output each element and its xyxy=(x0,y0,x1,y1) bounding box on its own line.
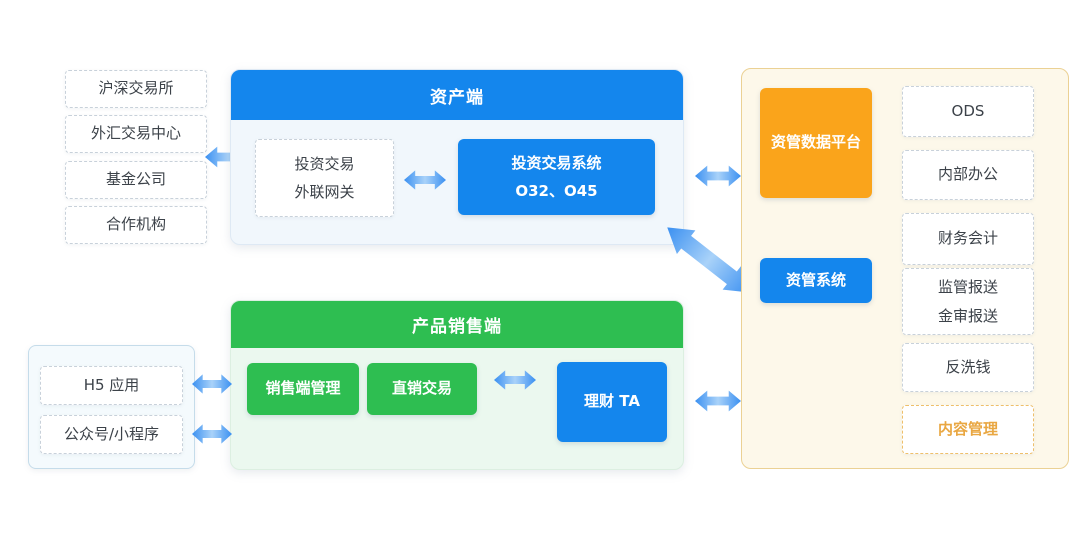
asset-panel-header: 资产端 xyxy=(231,70,683,120)
source-label: 沪深交易所 xyxy=(98,79,174,98)
sales-panel-header: 产品销售端 xyxy=(231,301,683,348)
asset-mgmt-system-box: 资管系统 xyxy=(760,258,872,303)
data-platform-label: 资管数据平台 xyxy=(770,133,861,152)
source-label: 基金公司 xyxy=(105,170,166,189)
mgmt-system-label: 资管系统 xyxy=(785,270,846,289)
trading-system-line2: O32、O45 xyxy=(515,182,598,200)
wealth-ta-label: 理财 TA xyxy=(584,392,640,411)
arrow-directsales-ta-icon xyxy=(494,370,536,390)
wealth-ta-box: 理财 TA xyxy=(557,362,667,442)
asset-panel-title: 资产端 xyxy=(430,87,484,108)
asset-mgmt-data-platform-box: 资管数据平台 xyxy=(760,88,872,198)
arrow-wechat-sales-icon xyxy=(192,424,232,444)
gateway-label-line2: 外联网关 xyxy=(294,183,355,201)
arrow-asset-mgmtsystem-icon xyxy=(667,227,751,293)
source-label: 合作机构 xyxy=(105,215,166,234)
module-box-regulatory-reporting: 监管报送 金审报送 xyxy=(902,268,1034,335)
source-box-shanghai-shenzhen-exchange: 沪深交易所 xyxy=(65,70,207,108)
arrow-asset-dataplatform-icon xyxy=(695,165,741,187)
module-box-content-management: 内容管理 xyxy=(902,405,1034,454)
source-box-forex-trade-center: 外汇交易中心 xyxy=(65,115,207,153)
module-label: 内部办公 xyxy=(937,165,998,184)
investment-gateway-box: 投资交易 外联网关 xyxy=(255,139,394,217)
module-label: 财务会计 xyxy=(937,229,998,248)
sales-panel-title: 产品销售端 xyxy=(412,317,502,337)
sales-management-label: 销售端管理 xyxy=(265,379,341,398)
sales-management-box: 销售端管理 xyxy=(247,363,359,415)
source-label: 外汇交易中心 xyxy=(90,124,181,143)
source-box-partner-org: 合作机构 xyxy=(65,206,207,244)
arrow-sales-dataplatform-icon xyxy=(695,390,741,412)
module-label-line1: 监管报送 xyxy=(937,278,998,296)
channel-wechat-label: 公众号/小程序 xyxy=(63,424,160,443)
trading-system-line1: 投资交易系统 xyxy=(511,153,602,172)
channel-h5-label: H5 应用 xyxy=(83,375,140,394)
module-label: 内容管理 xyxy=(937,419,998,438)
investment-trading-system-box: 投资交易系统 O32、O45 xyxy=(458,139,655,215)
direct-sales-box: 直销交易 xyxy=(367,363,477,415)
channel-box-h5: H5 应用 xyxy=(40,366,183,405)
gateway-label-line1: 投资交易 xyxy=(294,154,355,173)
module-box-anti-money-laundering: 反洗钱 xyxy=(902,343,1034,392)
module-box-ods: ODS xyxy=(902,86,1034,137)
module-box-internal-office: 内部办公 xyxy=(902,150,1034,200)
direct-sales-label: 直销交易 xyxy=(391,379,452,398)
module-box-financial-accounting: 财务会计 xyxy=(902,213,1034,265)
arrow-h5-sales-icon xyxy=(192,374,232,394)
arrow-gateway-system-icon xyxy=(404,170,446,190)
channel-box-wechat-miniprogram: 公众号/小程序 xyxy=(40,415,183,454)
source-box-fund-company: 基金公司 xyxy=(65,161,207,199)
module-label-line2: 金审报送 xyxy=(937,306,998,325)
module-label: 反洗钱 xyxy=(945,357,991,376)
module-label: ODS xyxy=(951,101,985,120)
